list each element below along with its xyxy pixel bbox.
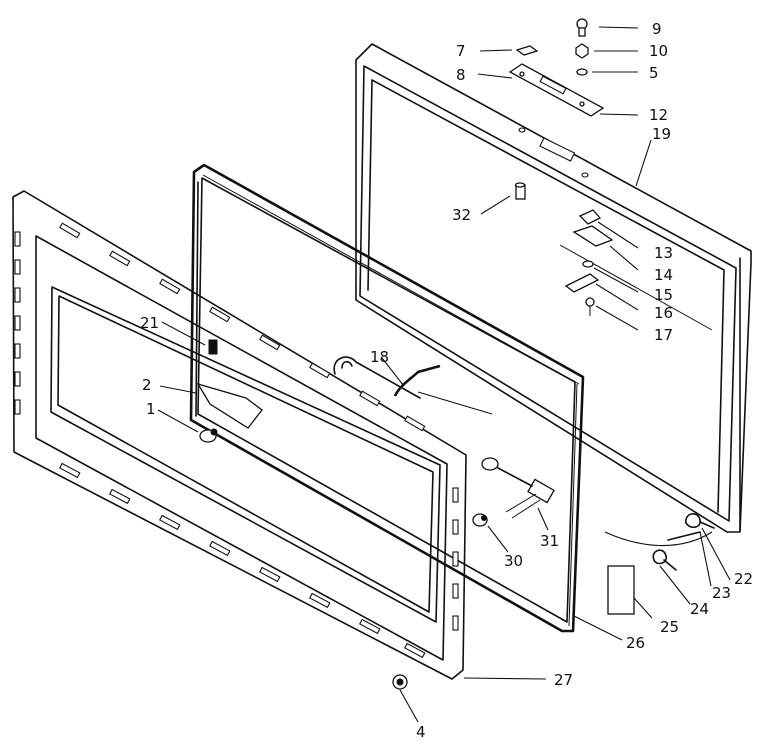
- label-7: 7: [456, 42, 466, 60]
- label-19: 19: [652, 125, 671, 143]
- part-15-washer: [582, 260, 594, 268]
- label-13: 13: [654, 244, 673, 262]
- part-31-switch: [481, 457, 555, 519]
- label-26: 26: [626, 634, 645, 652]
- label-leaders: [157, 26, 731, 723]
- part-1-bulb: [199, 428, 218, 443]
- part-9-screw: [576, 18, 588, 37]
- label-12: 12: [649, 106, 668, 124]
- label-25: 25: [660, 618, 679, 636]
- part-5-washer: [576, 68, 588, 76]
- part-10-nut: [575, 43, 589, 59]
- part-7-pad: [515, 45, 539, 56]
- part-17-screw: [585, 297, 595, 316]
- inner-door-panel: [12, 190, 467, 680]
- label-14: 14: [654, 266, 673, 284]
- part-2-lamp-bracket: [196, 382, 263, 429]
- label-9: 9: [652, 20, 662, 38]
- label-10: 10: [649, 42, 668, 60]
- label-30: 30: [504, 552, 523, 570]
- label-27: 27: [554, 671, 573, 689]
- label-22: 22: [734, 570, 753, 588]
- part-32-spacer: [514, 182, 526, 200]
- label-18: 18: [370, 348, 389, 366]
- label-4: 4: [416, 723, 426, 741]
- part-30-connector: [472, 513, 488, 527]
- part-21-screw: [208, 339, 218, 355]
- part-22-spring: [685, 513, 715, 529]
- label-23: 23: [712, 584, 731, 602]
- part-23-hook: [667, 531, 701, 541]
- part-18-hinge-rod: [333, 356, 493, 415]
- label-32: 32: [452, 206, 471, 224]
- label-5: 5: [649, 64, 659, 82]
- part-25-plate: [607, 565, 635, 615]
- part-labels: 1 2 4 5 7 8 9 10 12 13 14 15 16 17 18 19…: [140, 20, 753, 741]
- part-14-block: [572, 225, 614, 247]
- label-24: 24: [690, 600, 709, 618]
- outer-door-frame: [355, 43, 752, 533]
- part-8-latch-plate: [508, 63, 605, 117]
- label-15: 15: [654, 286, 673, 304]
- label-8: 8: [456, 66, 466, 84]
- label-21: 21: [140, 314, 159, 332]
- gasket-frame: [189, 163, 585, 633]
- part-24-spring: [652, 549, 677, 571]
- label-17: 17: [654, 326, 673, 344]
- part-4-bolt: [392, 674, 408, 690]
- label-1: 1: [146, 400, 156, 418]
- label-31: 31: [540, 532, 559, 550]
- label-2: 2: [142, 376, 152, 394]
- part-16-clip: [564, 273, 600, 293]
- label-16: 16: [654, 304, 673, 322]
- part-13-bracket: [578, 209, 602, 225]
